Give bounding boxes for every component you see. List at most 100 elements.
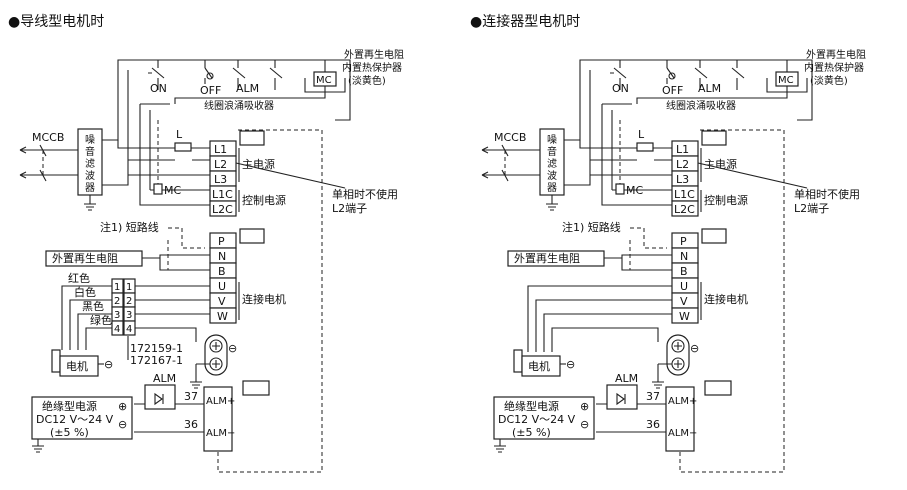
- diode-icon: [154, 392, 164, 406]
- short-wire-note: 注1) 短路线: [562, 220, 621, 234]
- alm-contact: [232, 60, 246, 90]
- surge-label: 线圈浪涌吸收器: [666, 99, 736, 112]
- noise-filter-label: 噪: [85, 134, 95, 146]
- xa-terminal: L2C: [674, 203, 695, 216]
- regen-thermal-label: (淡黄色): [348, 74, 386, 87]
- regen-thermal-label: (淡黄色): [810, 74, 848, 87]
- noise-filter: [539, 128, 565, 196]
- pin-label: 2: [114, 296, 120, 307]
- ground-stud-icon: [671, 339, 685, 353]
- pin-label: 1: [126, 282, 132, 293]
- xb-terminal: U: [680, 280, 688, 293]
- l-label: L: [638, 128, 645, 141]
- wire-color-black: 黑色: [82, 299, 104, 313]
- x4-connector: [203, 386, 233, 452]
- control-power-label: 控制电源: [704, 193, 748, 207]
- pin-36: 36: [646, 418, 660, 431]
- panel-lead-wire-motor: ●导线型电机时 MCCB 噪 音 滤 波 器: [8, 14, 404, 473]
- single-phase-note: L2端子: [332, 202, 367, 215]
- alm-x4-label: ALM: [615, 372, 638, 385]
- mc-top-label: MC: [778, 75, 794, 86]
- on-label: ON: [150, 82, 167, 95]
- xb-terminal: N: [680, 250, 688, 263]
- pin-37: 37: [184, 390, 198, 403]
- single-phase-note: 单相时不使用: [794, 188, 860, 201]
- reactor-icon: [636, 142, 654, 152]
- panel-title: ●连接器型电机时: [470, 13, 580, 30]
- xb-terminal: P: [680, 235, 687, 248]
- xa-terminal-block: L1 L2 L3 L1C L2C: [209, 140, 237, 217]
- xb-terminal: W: [217, 310, 228, 323]
- main-power-label: 主电源: [242, 157, 275, 171]
- isolated-psu: [493, 396, 595, 440]
- panel-connector-motor: ●连接器型电机时 MCCB 噪 音 滤 波 器 ON: [470, 13, 866, 473]
- off-switch: [666, 60, 676, 84]
- plus-symbol: ⊕: [580, 400, 589, 413]
- plus-symbol: ⊕: [118, 400, 127, 413]
- single-phase-note: L2端子: [794, 202, 829, 215]
- ground-bar: [666, 334, 690, 376]
- alm-minus-label: ALM−: [206, 428, 235, 439]
- noise-filter-label: 波: [547, 169, 557, 182]
- noise-filter-label: 波: [85, 169, 95, 182]
- mccb-label: MCCB: [32, 131, 64, 144]
- motor-label: 电机: [528, 359, 550, 373]
- off-switch: [204, 60, 214, 84]
- noise-filter-label: 音: [85, 145, 95, 158]
- xb-terminal: W: [679, 310, 690, 323]
- x4-connector: [665, 386, 695, 452]
- alm-contact: [694, 60, 708, 90]
- part-number: 172159-1: [130, 342, 183, 355]
- pin-label: 1: [114, 282, 120, 293]
- xb-terminal-block: P N B U V W: [209, 232, 237, 324]
- regen-thermal-label: 外置再生电阻: [806, 48, 866, 61]
- mc-contact-icon: [615, 183, 625, 195]
- ground-icon: [190, 381, 202, 389]
- noise-filter-label: 音: [547, 145, 557, 158]
- xa-terminal: L1: [214, 143, 227, 156]
- wire-color-white: 白色: [74, 285, 96, 299]
- ground-icon: [84, 203, 96, 211]
- pin-36: 36: [184, 418, 198, 431]
- ground-icon: [32, 445, 44, 453]
- xb-terminal: V: [680, 295, 688, 308]
- xb-terminal: N: [218, 250, 226, 263]
- regen-thermal-label: 内置热保护器: [804, 61, 864, 74]
- alm-top-label: ALM: [236, 82, 259, 95]
- ground-icon: [546, 203, 558, 211]
- motor: [521, 355, 561, 377]
- psu-label: DC12 V～24 V: [36, 413, 114, 426]
- xb-terminal: V: [218, 295, 226, 308]
- diode-icon: [616, 392, 626, 406]
- noise-filter-label: 滤: [85, 157, 95, 170]
- xa-terminal: L1C: [212, 188, 233, 201]
- ground-bar: [204, 334, 228, 376]
- xa-terminal: L2C: [212, 203, 233, 216]
- ext-regen-label: 外置再生电阻: [514, 251, 580, 265]
- xb-terminal: B: [680, 265, 688, 278]
- psu-label: DC12 V～24 V: [498, 413, 576, 426]
- noise-filter-label: 噪: [547, 134, 557, 146]
- pin-37: 37: [646, 390, 660, 403]
- alm-plus-label: ALM+: [668, 396, 697, 407]
- psu-label: (±5 %): [50, 426, 89, 439]
- xa-terminal: L2: [214, 158, 227, 171]
- connect-motor-label: 连接电机: [704, 292, 748, 306]
- control-power-label: 控制电源: [242, 193, 286, 207]
- l-label: L: [176, 128, 183, 141]
- noise-filter-label: 器: [547, 182, 557, 194]
- xb-terminal-block: P N B U V W: [671, 232, 699, 324]
- mc-contact-icon: [153, 183, 163, 195]
- main-power-label: 主电源: [704, 157, 737, 171]
- ext-regen-label: 外置再生电阻: [52, 251, 118, 265]
- surge-label: 线圈浪涌吸收器: [204, 99, 274, 112]
- ground-symbol: ⊖: [690, 342, 699, 355]
- off-label: OFF: [662, 84, 683, 97]
- xb-terminal: B: [218, 265, 226, 278]
- ground-symbol: ⊖: [566, 358, 575, 371]
- off-label: OFF: [200, 84, 221, 97]
- pin-label: 4: [114, 324, 120, 335]
- noise-filter: [77, 128, 103, 196]
- mc-mid-label: MC: [626, 184, 643, 197]
